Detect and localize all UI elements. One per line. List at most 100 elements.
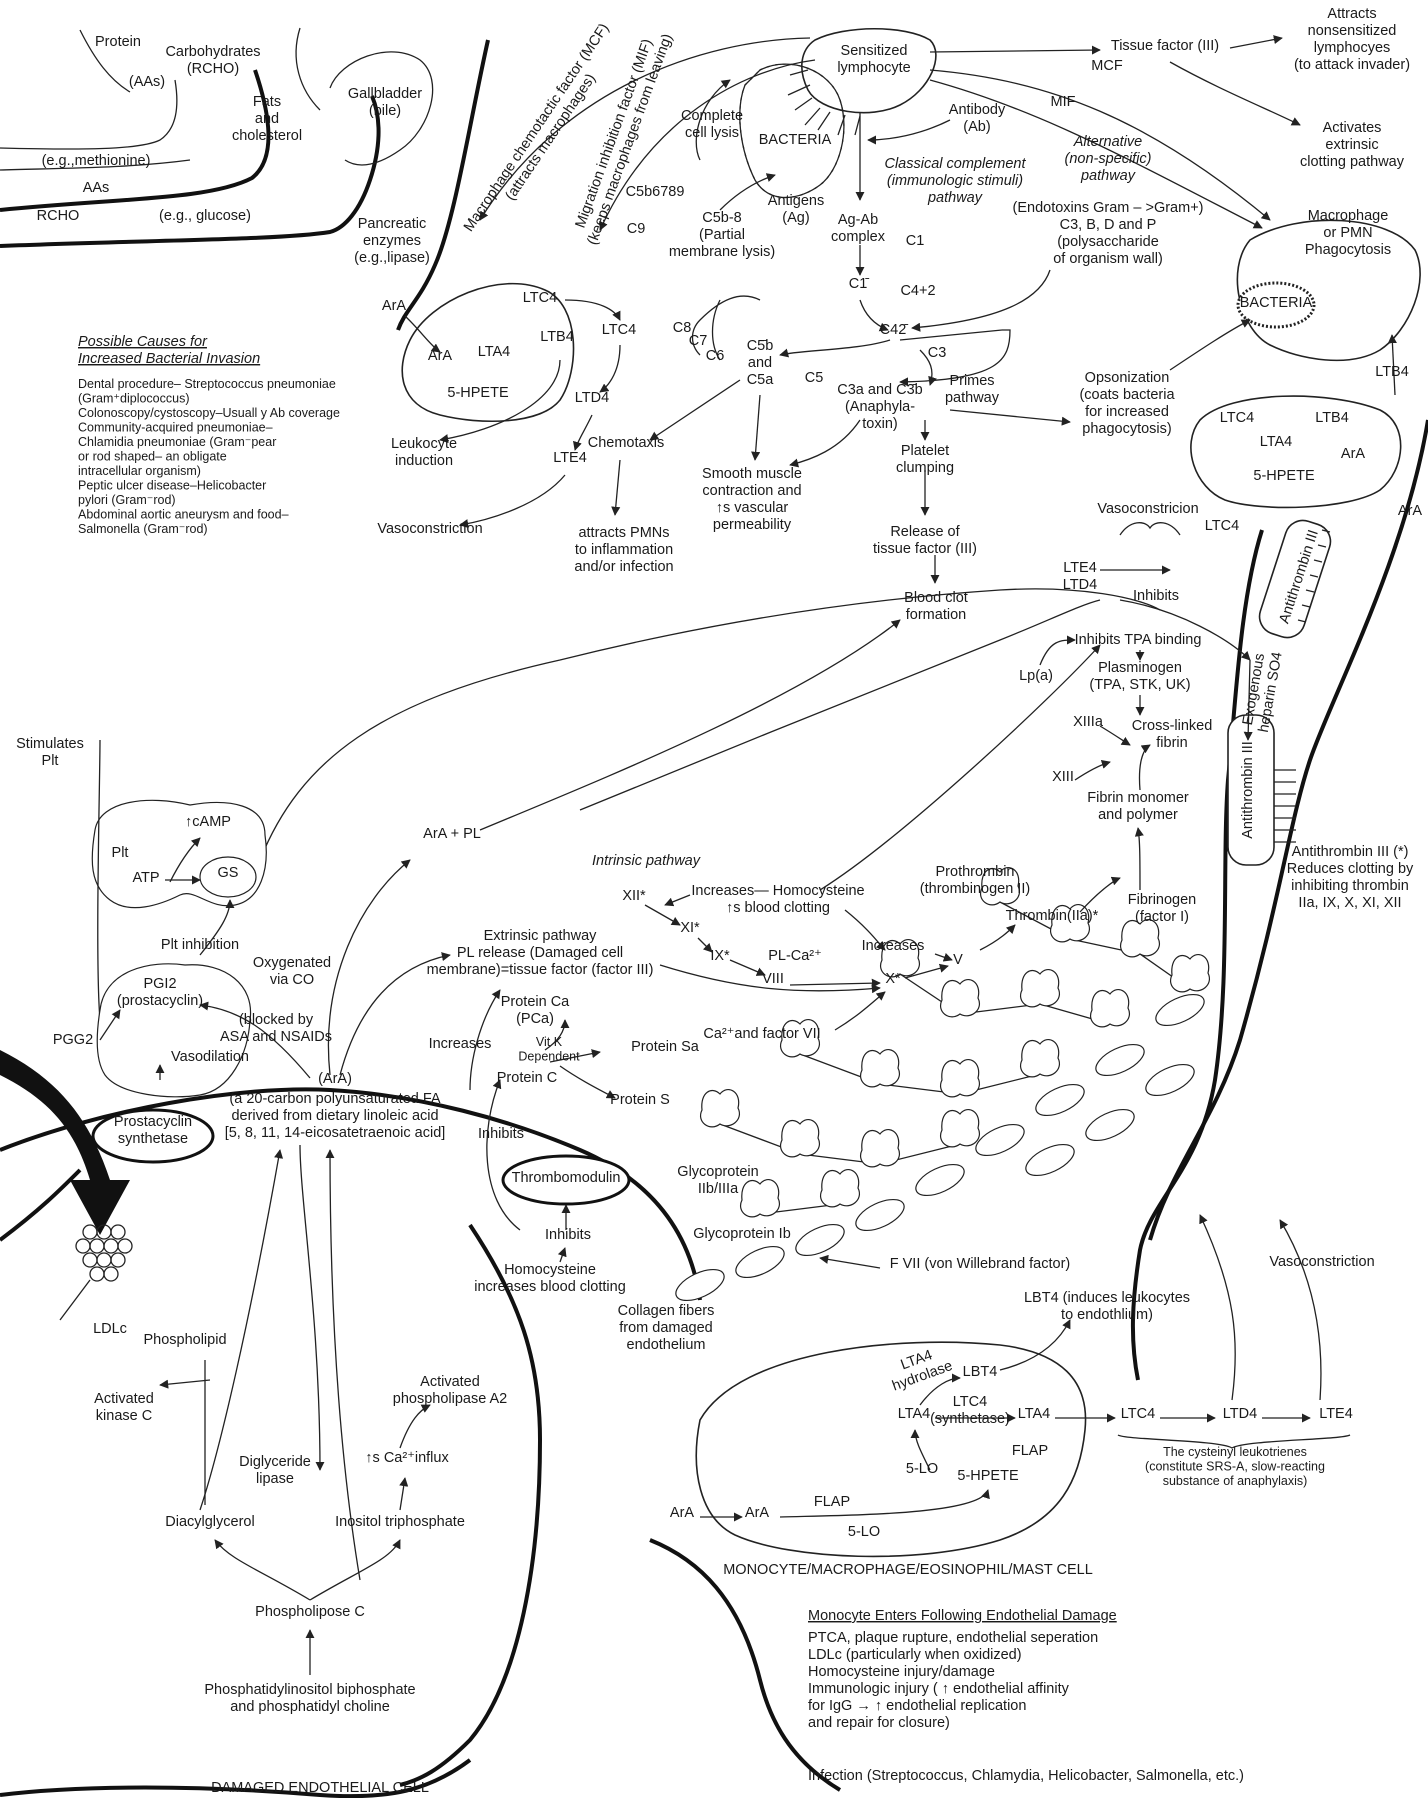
label-mif-short: MIF <box>1051 94 1076 110</box>
label-extrinsic-line: Extrinsic pathway <box>484 928 598 944</box>
label-atp: ATP <box>132 870 159 886</box>
label-gallbladder-line: (bile) <box>369 103 401 119</box>
label-activates-extrinsic-line: Activates <box>1323 120 1382 136</box>
label-endotoxins-line: (polysaccharide <box>1057 234 1159 250</box>
label-fibrin-monomer-line: and polymer <box>1098 807 1178 823</box>
label-protein-c-label-line: Protein C <box>497 1070 557 1086</box>
arrow-viii-x <box>789 978 881 988</box>
arrow-xiii <box>1074 759 1111 781</box>
label-lbt4-line: LBT4 <box>963 1364 998 1380</box>
label-ara-m2-line: ArA <box>745 1505 770 1521</box>
label-damaged-cell-line: DAMAGED ENDOTHELIAL CELL <box>211 1780 429 1796</box>
label-causes-list-line: Community-acquired pneumoniae– <box>78 421 273 435</box>
arrow-vasoconstriction <box>459 474 566 529</box>
label-ara-paren-line: (ArA) <box>318 1071 352 1087</box>
arrow-ara-inner <box>404 315 441 353</box>
label-ara-inner-line: ArA <box>428 348 453 364</box>
platelet <box>940 1109 980 1148</box>
label-macrophage-line: Phagocytosis <box>1305 242 1391 258</box>
label-increases-c-line: Increases <box>429 1036 492 1052</box>
label-c7: C7 <box>689 333 708 349</box>
label-ara-upper: ArA <box>382 298 407 314</box>
platelet <box>740 1179 780 1218</box>
label-plasminogen-line: (TPA, STK, UK) <box>1089 677 1190 693</box>
vessel-line-a <box>0 79 178 150</box>
label-vasoconstriction-a: Vasoconstriction <box>377 521 482 537</box>
label-causes-list-line: (Gram⁺diplococcus) <box>78 392 190 406</box>
arrow-thrombin-up <box>1079 876 1121 913</box>
label-leukocyte-induction-line: Leukocyte <box>391 436 457 452</box>
label-agab-line: Ag-Ab <box>838 212 878 228</box>
arrow-lta4-hydrolase <box>919 1373 961 1406</box>
arrow-lte4 <box>572 414 593 451</box>
label-ldlc-line: LDLc <box>93 1321 127 1337</box>
label-primes-line: pathway <box>945 390 1000 406</box>
arrow-fibrinogen <box>1134 827 1144 891</box>
arrow-vasoconstriction-mono <box>1199 1214 1236 1401</box>
label-fvii-line: F VII (von Willebrand factor) <box>890 1256 1071 1272</box>
label-thrombin-line: Thrombin(IIa)* <box>1006 908 1099 924</box>
label-vasoconstriction-a-line: Vasoconstriction <box>377 521 482 537</box>
label-protein-c-label: Protein C <box>497 1070 557 1086</box>
label-diacylglycerol-line: Diacylglycerol <box>165 1514 254 1530</box>
label-ltc4-b: LTC4 <box>602 322 636 338</box>
label-protein-ca: Protein Ca(PCa) <box>501 994 570 1027</box>
entry-arrow <box>0 1050 130 1235</box>
glycoprotein-oval <box>735 1245 785 1279</box>
label-causes-list-line: pylori (Gram⁻rod) <box>78 493 176 507</box>
label-antibody-line: (Ab) <box>963 119 990 135</box>
label-monocyte-list: PTCA, plaque rupture, endothelial sepera… <box>808 1630 1098 1731</box>
label-c5b8-line: C5b-8 <box>702 210 742 226</box>
label-xiiia: XIIIa <box>1073 714 1104 730</box>
arrow-vwf <box>819 1254 881 1269</box>
label-aas-paren-line: (AAs) <box>129 74 165 90</box>
label-macrophage-line: or PMN <box>1323 225 1372 241</box>
label-aas-arrow-label-line: AAs <box>83 180 110 196</box>
label-c1bar: C1̄ <box>849 276 870 292</box>
label-hpete-a-line: 5-HPETE <box>447 385 509 401</box>
label-ltd4-a-line: LTD4 <box>575 390 609 406</box>
platelet <box>1020 1039 1060 1078</box>
label-plt-line: Plt <box>112 845 129 861</box>
label-pl-ca-line: PL-Ca²⁺ <box>768 948 822 964</box>
label-c1: C1 <box>906 233 925 249</box>
label-leukocyte-induction-line: induction <box>395 453 453 469</box>
label-monocyte-list-line: Immunologic injury ( ↑ endothelial affin… <box>808 1681 1070 1697</box>
phagocytosed-bacteria <box>1236 281 1316 329</box>
arrow-ix-viii <box>729 959 766 976</box>
label-lta4-m2: LTA4 <box>1018 1406 1051 1422</box>
label-oxygenated-line: via CO <box>270 972 314 988</box>
cell-outline-bottom <box>0 1758 472 1799</box>
label-vitk-line: Dependent <box>518 1050 580 1064</box>
arrow-heparin <box>1243 659 1253 741</box>
glycoprotein-oval <box>1095 1043 1145 1077</box>
label-ltc4-m-line: LTC4 <box>1121 1406 1155 1422</box>
arrow-plt-inhibition <box>199 899 235 956</box>
label-monocyte-list-line: for IgG → ↑ endothelial replication <box>808 1698 1026 1714</box>
vessel-line-b <box>0 159 191 171</box>
label-glucose: (e.g., glucose) <box>159 208 251 224</box>
prostacyclin-synthetase-shape <box>91 1108 215 1164</box>
label-prostacyclin-synthetase-line: Prostacyclin <box>114 1114 192 1130</box>
label-vitk-line: Vit K <box>536 1035 563 1049</box>
label-sensitized-line: Sensitized <box>841 43 908 59</box>
label-increases-a-line: ↑s blood clotting <box>726 900 830 916</box>
label-fibrinogen-line: (factor I) <box>1135 909 1189 925</box>
label-ltc4-r2-line: LTC4 <box>1205 518 1239 534</box>
label-phosphatidyl-line: and phosphatidyl choline <box>230 1699 390 1715</box>
label-macrophage-line: Macrophage <box>1308 208 1389 224</box>
label-xiiia-line: XIIIa <box>1073 714 1104 730</box>
label-c9: C9 <box>627 221 646 237</box>
endothelial-cell-shape <box>96 963 252 1098</box>
label-phosphatidyl-line: Phosphatidylinositol biphosphate <box>204 1682 415 1698</box>
label-mcf-short-line: MCF <box>1091 58 1123 74</box>
arrow-protein-ca <box>544 1019 570 1051</box>
